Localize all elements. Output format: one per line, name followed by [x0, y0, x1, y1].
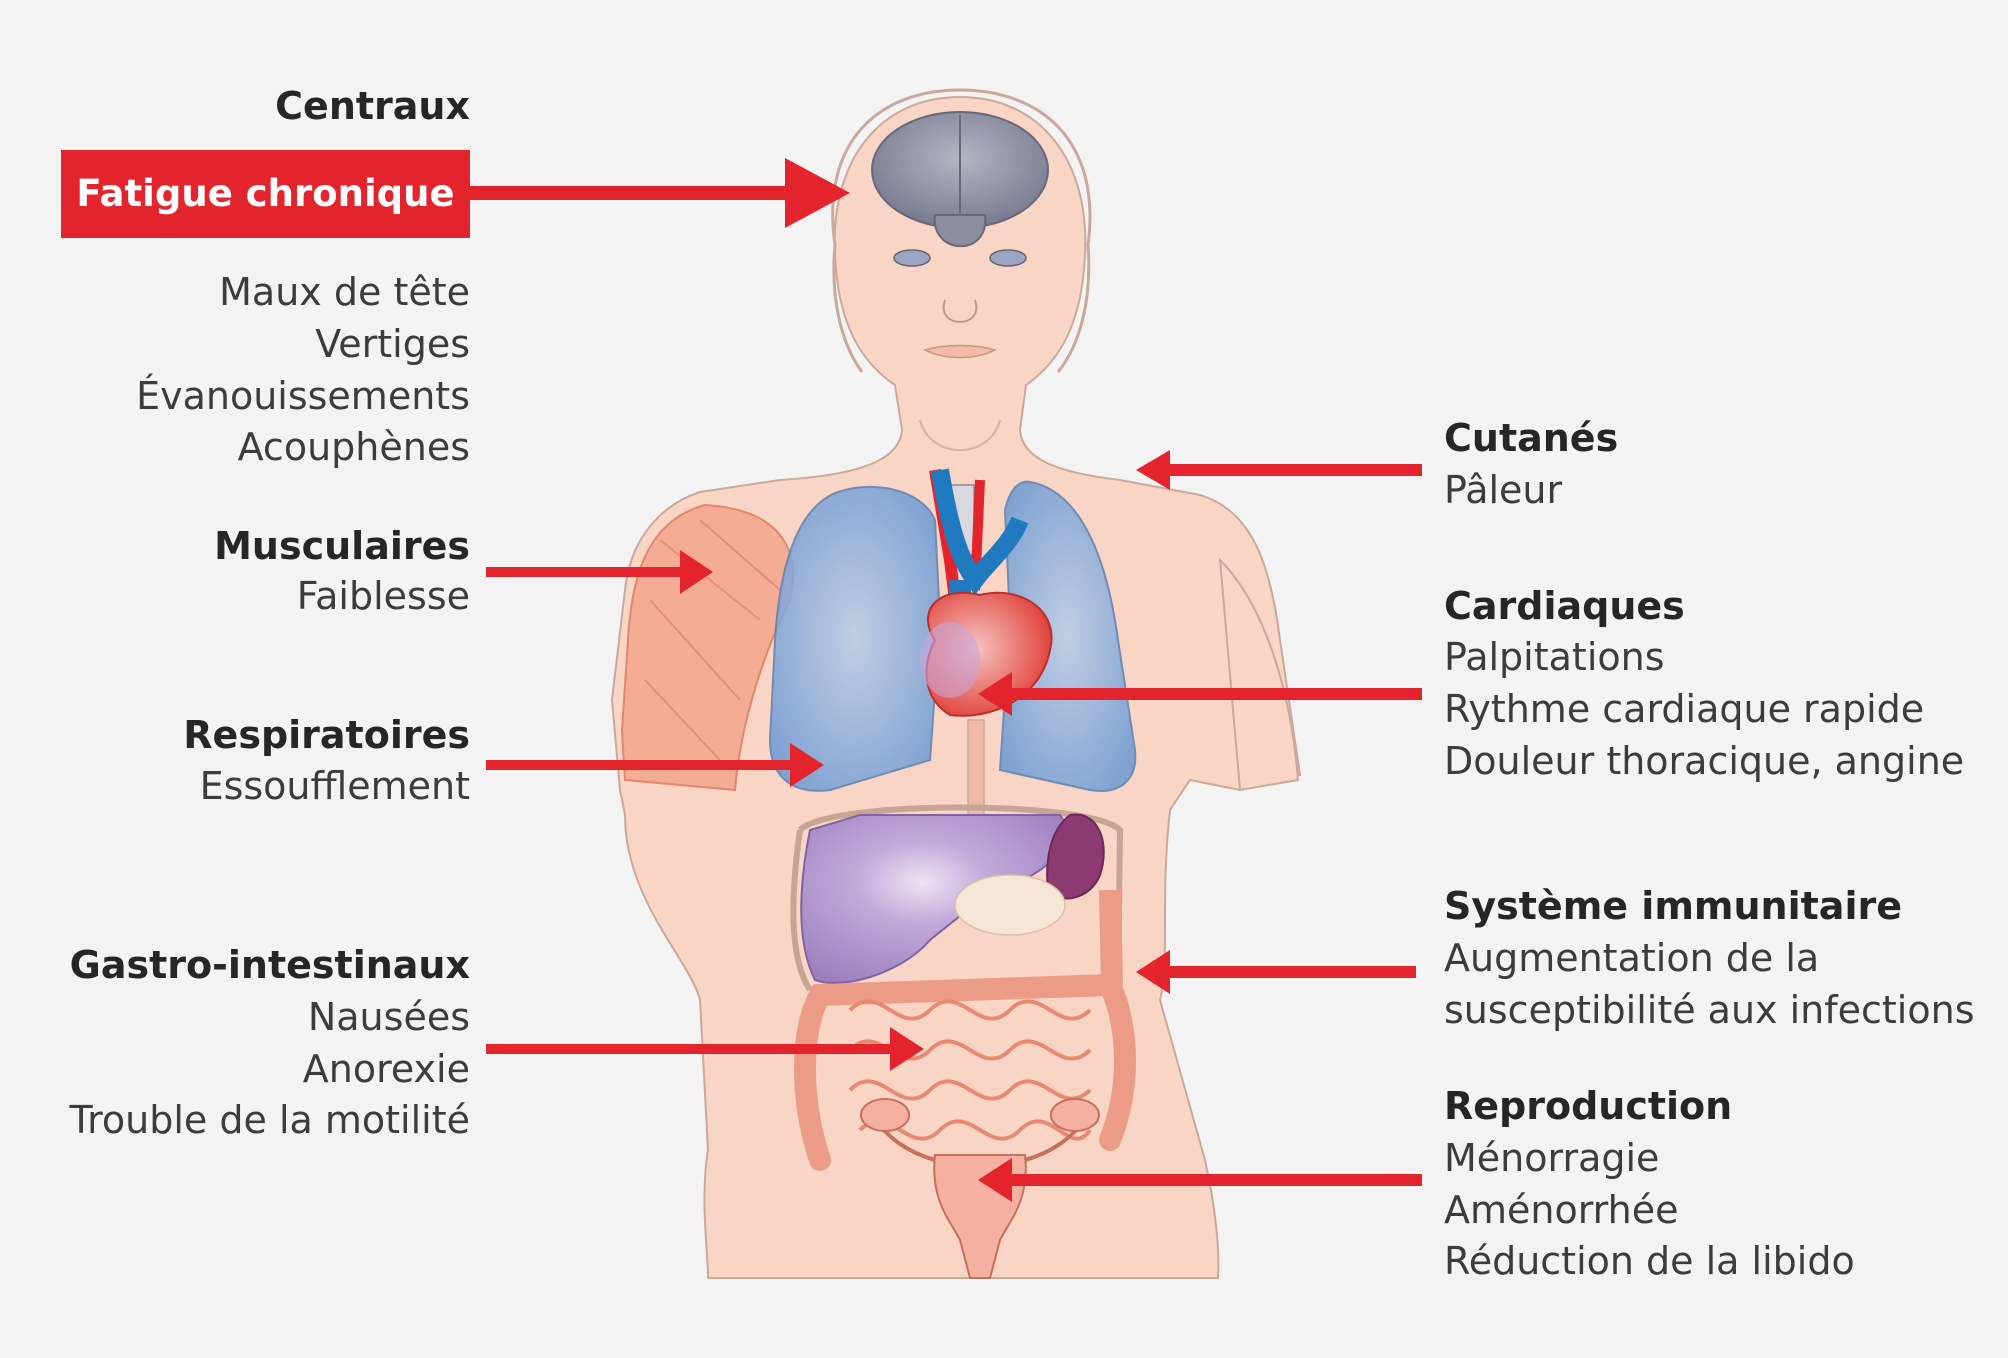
gastro-title: Gastro-intestinaux: [69, 943, 470, 987]
cardiaques-title: Cardiaques: [1444, 584, 1685, 628]
gastro-item: Trouble de la motilité: [69, 1098, 470, 1142]
reproduction-title: Reproduction: [1444, 1084, 1733, 1128]
gastro-item: Nausées: [307, 995, 470, 1039]
arrow-immunitaire: [1136, 950, 1416, 994]
right-lung: [998, 480, 1137, 792]
arrow-centraux: [470, 158, 850, 228]
respiratoires-title: Respiratoires: [183, 713, 470, 757]
reproduction-item: Ménorragie: [1444, 1136, 1660, 1180]
centraux-title: Centraux: [275, 84, 470, 128]
cutanes-title: Cutanés: [1444, 416, 1619, 460]
fatigue-chronique-badge: Fatigue chronique: [61, 150, 470, 238]
immunitaire-item: Augmentation de la: [1444, 936, 1820, 980]
respiratoires-item: Essoufflement: [199, 764, 470, 808]
centraux-item: Acouphènes: [237, 425, 470, 469]
arrow-musculaires: [486, 550, 713, 594]
cardiaques-item: Douleur thoracique, angine: [1444, 739, 1965, 783]
musculaires-title: Musculaires: [214, 524, 470, 568]
cardiaques-item: Palpitations: [1444, 635, 1665, 679]
immunitaire-title: Système immunitaire: [1444, 884, 1902, 928]
arrow-reproduction: [978, 1158, 1422, 1202]
centraux-item: Maux de tête: [219, 270, 470, 314]
arrow-gastro: [486, 1027, 924, 1071]
cardiaques-item: Rythme cardiaque rapide: [1444, 687, 1925, 731]
gastro-item: Anorexie: [302, 1047, 470, 1091]
cutanes-item: Pâleur: [1444, 468, 1563, 512]
musculaires-item: Faiblesse: [296, 574, 470, 618]
spleen: [1046, 813, 1105, 900]
reproduction-item: Réduction de la libido: [1444, 1239, 1855, 1283]
centraux-item: Évanouissements: [136, 374, 470, 418]
arrow-cutanes: [1136, 450, 1422, 490]
reproduction-item: Aménorrhée: [1444, 1188, 1679, 1232]
arrow-cardiaques: [978, 672, 1422, 716]
centraux-item: Vertiges: [315, 322, 470, 366]
immunitaire-item: susceptibilité aux infections: [1444, 988, 1975, 1032]
large-intestine: [794, 973, 1136, 1171]
arrow-respiratoires: [486, 743, 824, 787]
left-lung: [768, 485, 942, 792]
